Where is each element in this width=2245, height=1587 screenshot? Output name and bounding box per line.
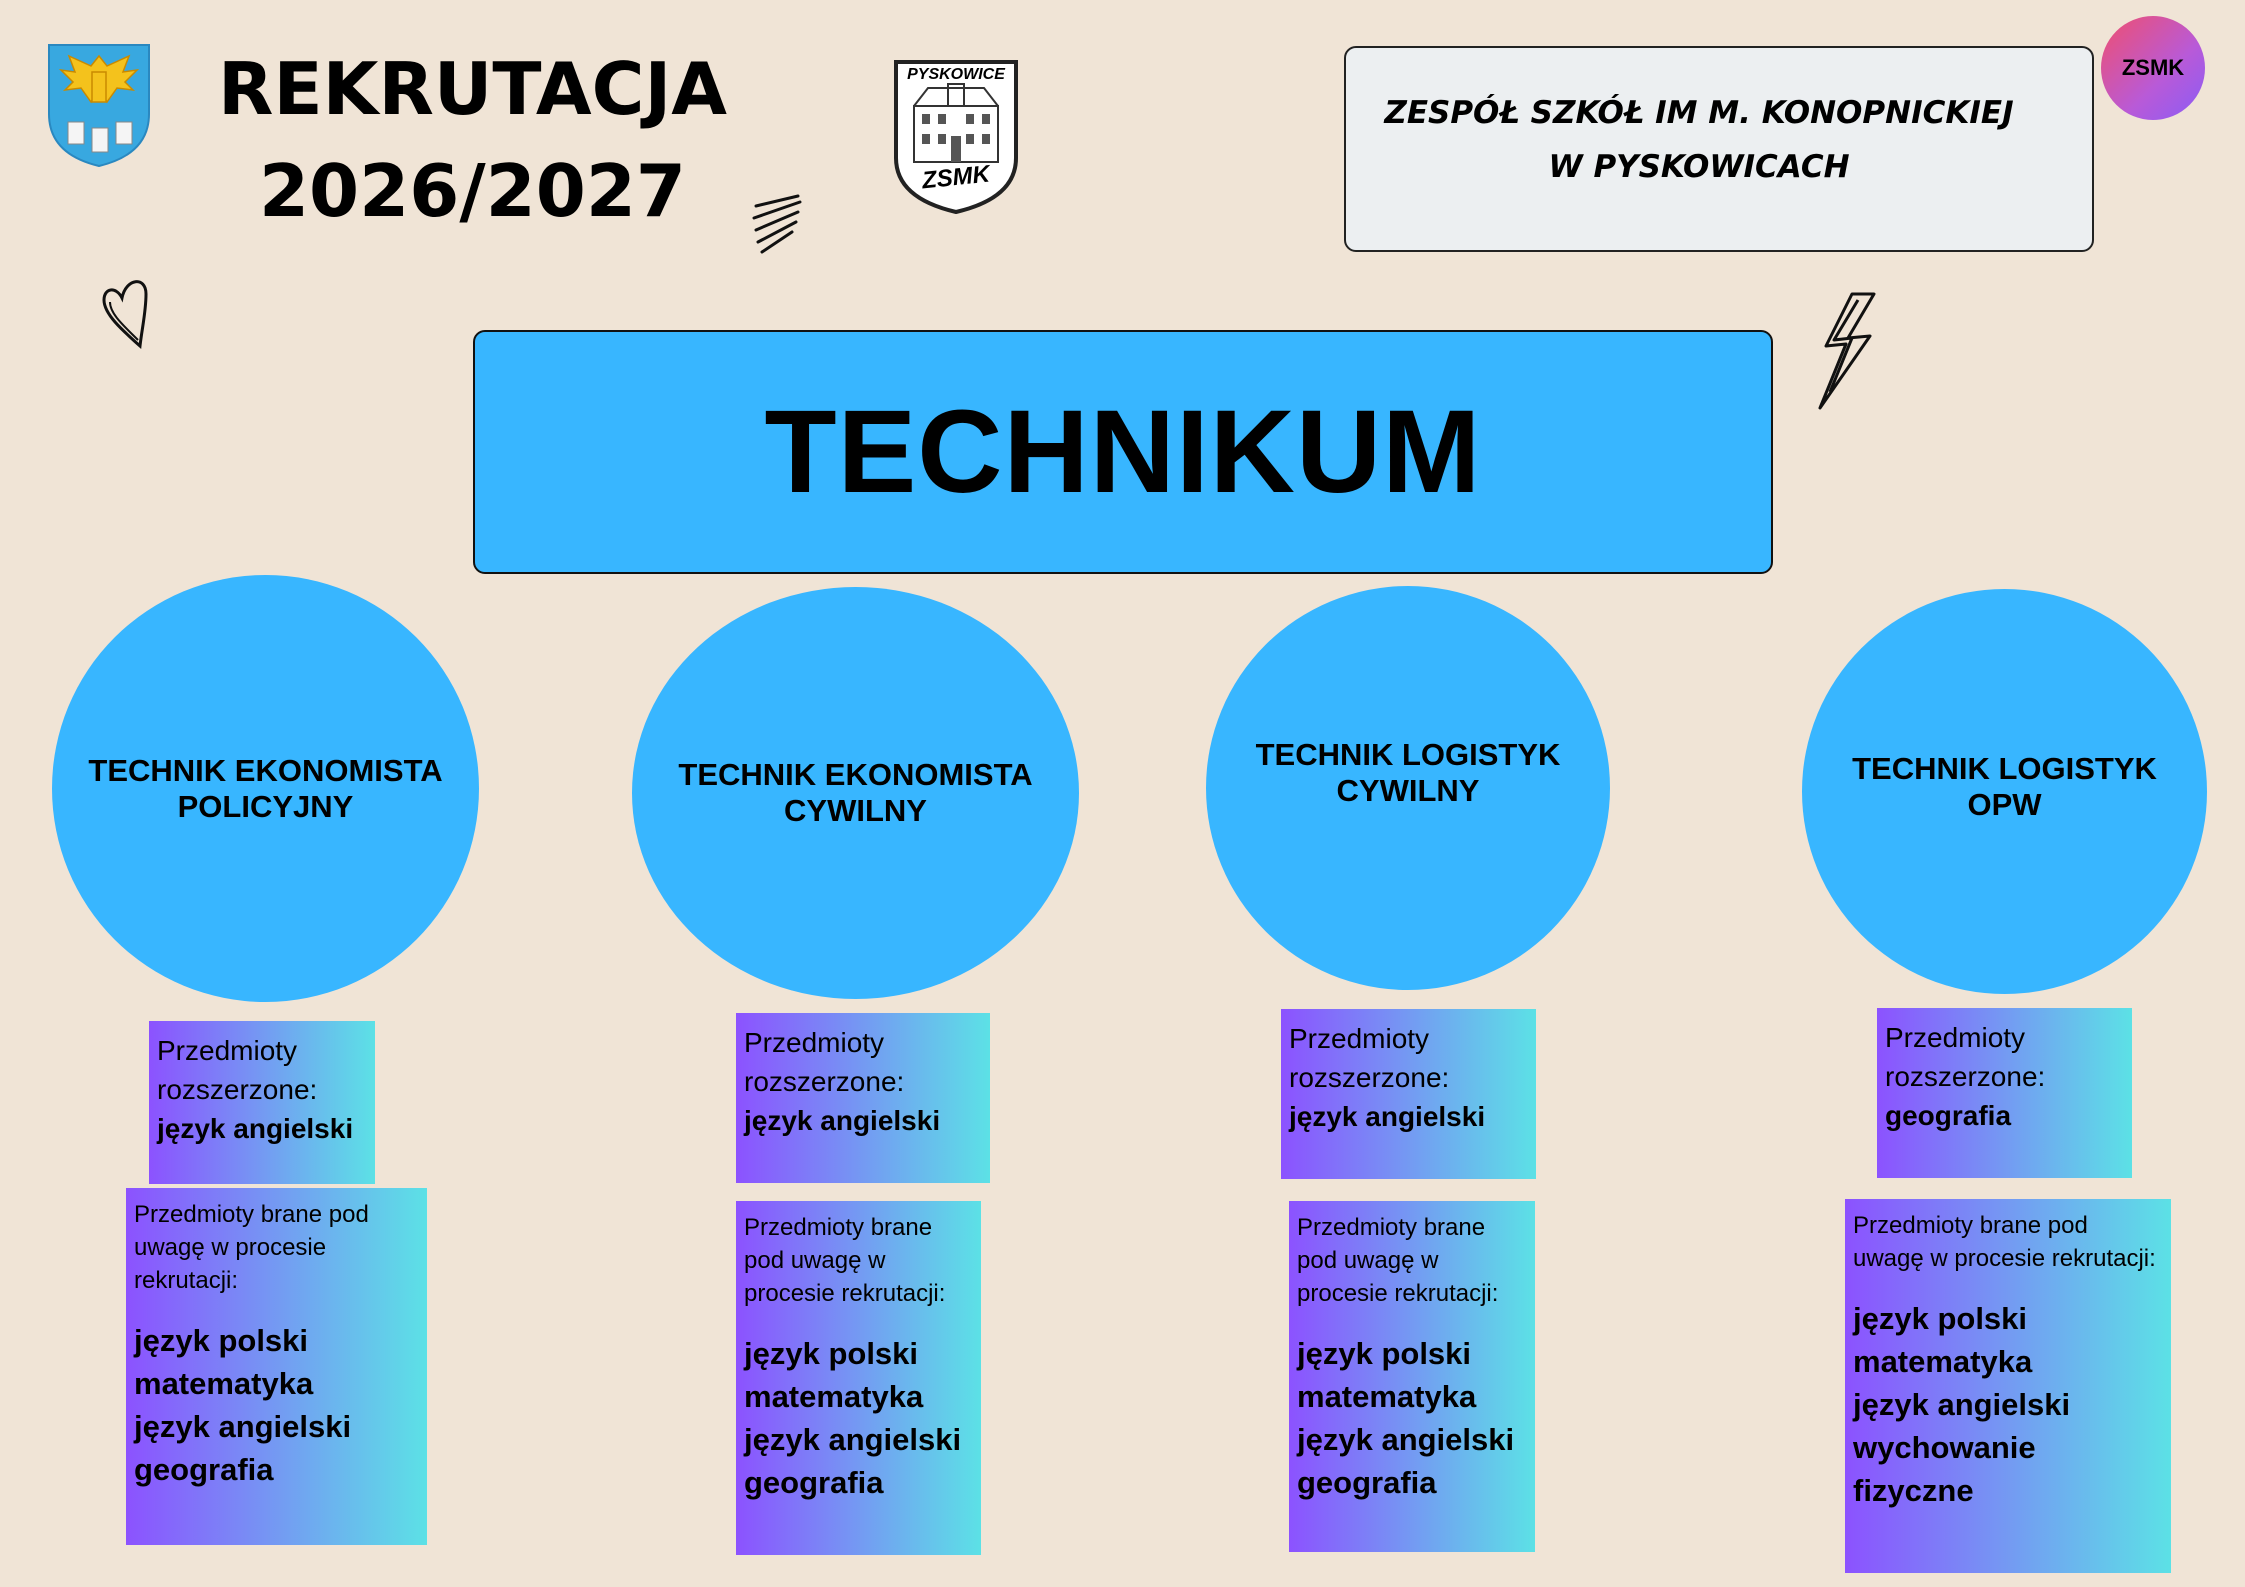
program-name-line-2: CYWILNY [1336, 773, 1480, 808]
recruitment-subjects-note: Przedmioty brane pod uwagę w procesie re… [1289, 1201, 1535, 1552]
recruitment-subjects-note: Przedmioty brane pod uwagę w procesie re… [126, 1188, 427, 1545]
recruitment-subject: geografia [744, 1465, 884, 1500]
coat-of-arms-icon [48, 44, 150, 168]
school-logo-icon [894, 60, 1018, 215]
program-name-line-1: TECHNIK EKONOMISTA [678, 757, 1033, 792]
program-name-line-1: TECHNIK EKONOMISTA [88, 752, 443, 788]
extended-subjects-note: Przedmioty rozszerzone: język angielski [1281, 1009, 1536, 1179]
recruitment-subject: język polski [1853, 1301, 2028, 1336]
extended-subjects-value: język angielski [744, 1105, 941, 1136]
recruitment-subjects-note: Przedmioty brane pod uwagę w procesie re… [1845, 1199, 2171, 1573]
recruitment-subject: język angielski [744, 1422, 962, 1457]
recruitment-subject: geografia [134, 1452, 274, 1487]
title-line-2: 2026/2027 [258, 149, 687, 233]
school-logo-top-text: PYSKOWICE [907, 66, 1005, 83]
program-circle: TECHNIK EKONOMISTA POLICYJNY [52, 575, 479, 1002]
recruitment-subjects-label: Przedmioty brane pod uwagę w procesie re… [1853, 1212, 2156, 1272]
extended-subjects-label: Przedmioty rozszerzone: [1885, 1022, 2046, 1092]
extended-subjects-note: Przedmioty rozszerzone: język angielski [149, 1021, 375, 1184]
extended-subjects-value: język angielski [157, 1113, 354, 1144]
recruitment-subject: matematyka [744, 1379, 924, 1414]
extended-subjects-label: Przedmioty rozszerzone: [1289, 1023, 1450, 1093]
recruitment-subject: matematyka [134, 1366, 314, 1401]
recruitment-subject: wychowanie fizyczne [1853, 1430, 2036, 1508]
recruitment-subject: język angielski [1853, 1387, 2071, 1422]
recruitment-subjects-label: Przedmioty brane pod uwagę w procesie re… [134, 1201, 369, 1294]
page-title: REKRUTACJA 2026/2027 [150, 38, 795, 242]
recruitment-subject: język polski [134, 1323, 309, 1358]
extended-subjects-note: Przedmioty rozszerzone: geografia [1877, 1008, 2132, 1178]
program-circle: TECHNIK LOGISTYK OPW [1802, 589, 2207, 994]
school-name-line-1: ZESPÓŁ SZKÓŁ IM M. KONOPNICKIEJ [1384, 95, 2014, 131]
extended-subjects-value: język angielski [1289, 1101, 1486, 1132]
recruitment-subjects-label: Przedmioty brane pod uwagę w procesie re… [1297, 1214, 1499, 1307]
recruitment-subjects-label: Przedmioty brane pod uwagę w procesie re… [744, 1214, 946, 1307]
extended-subjects-label: Przedmioty rozszerzone: [157, 1035, 318, 1105]
heart-icon [102, 280, 148, 350]
program-name-line-2: CYWILNY [784, 793, 927, 828]
extended-subjects-value: geografia [1885, 1100, 2012, 1131]
school-logo: PYSKOWICE ZSMK [892, 58, 1020, 216]
recruitment-subject: język polski [1297, 1336, 1472, 1371]
recruitment-subject: język polski [744, 1336, 919, 1371]
scribble-icon [752, 194, 802, 254]
school-name-line-2: W PYSKOWICACH [1548, 149, 1850, 185]
program-name-line-1: TECHNIK LOGISTYK [1255, 737, 1561, 772]
recruitment-subject: język angielski [134, 1409, 352, 1444]
recruitment-subject: geografia [1297, 1465, 1437, 1500]
technikum-banner: TECHNIKUM [473, 330, 1773, 574]
school-name-box: ZESPÓŁ SZKÓŁ IM M. KONOPNICKIEJ W PYSKOW… [1344, 46, 2094, 252]
recruitment-subject: matematyka [1297, 1379, 1477, 1414]
title-line-1: REKRUTACJA [218, 47, 727, 131]
program-name-line-1: TECHNIK LOGISTYK [1852, 750, 2157, 786]
program-name-line-2: OPW [1967, 786, 2042, 822]
extended-subjects-note: Przedmioty rozszerzone: język angielski [736, 1013, 990, 1183]
program-circle: TECHNIK EKONOMISTA CYWILNY [632, 587, 1079, 999]
recruitment-subjects-note: Przedmioty brane pod uwagę w procesie re… [736, 1201, 981, 1555]
extended-subjects-label: Przedmioty rozszerzone: [744, 1027, 905, 1097]
recruitment-subject: język angielski [1297, 1422, 1515, 1457]
zsmk-badge: ZSMK [2101, 16, 2205, 120]
program-name-line-2: POLICYJNY [177, 788, 354, 824]
program-circle: TECHNIK LOGISTYK CYWILNY [1206, 586, 1610, 990]
lightning-icon [1818, 292, 1876, 410]
recruitment-subject: matematyka [1853, 1344, 2033, 1379]
